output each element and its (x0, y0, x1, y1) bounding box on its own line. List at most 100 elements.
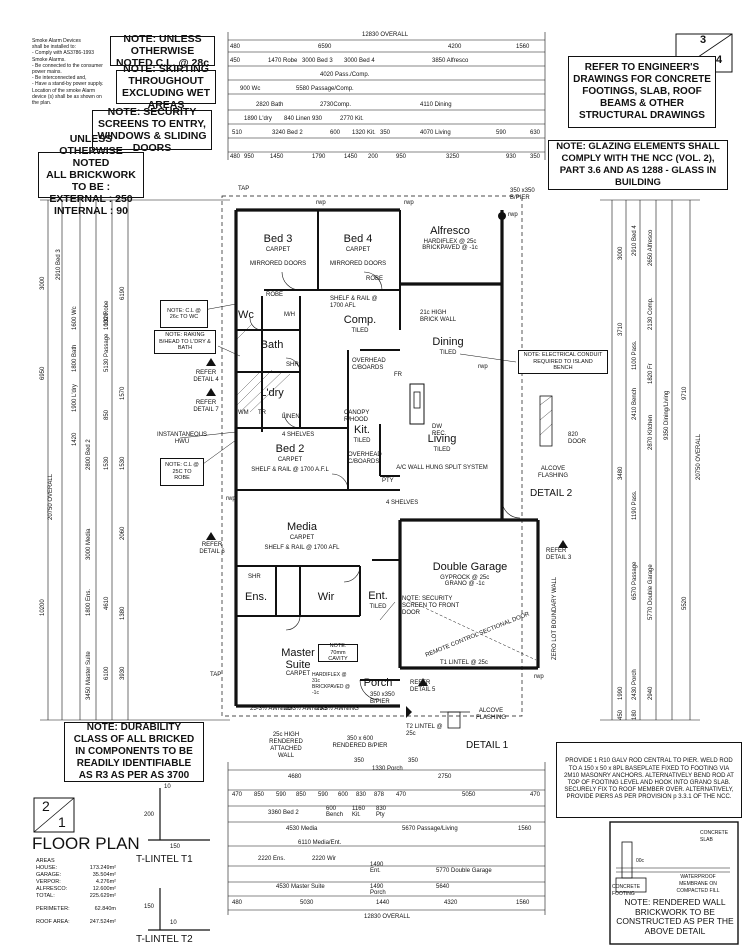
dim-right: 2870 Kitchen (648, 414, 654, 450)
dim-bottom: 1160 Kit. (352, 806, 365, 818)
dim-left: 2910 Bed 3 (56, 249, 62, 280)
dim-top: 510 (232, 130, 243, 136)
dim-top: 630 (530, 130, 541, 136)
ceiling-note: NOTE: UNLESS OTHERWISE NOTED C.L. @ 28c (110, 33, 215, 69)
dim-top: 450 (230, 58, 241, 64)
dim-bottom: 5640 (436, 884, 450, 890)
wet-area-hatch (235, 323, 291, 413)
dim-bottom: 850 (254, 792, 265, 798)
rwp-label: rwp (478, 364, 488, 370)
shelf-rail-label: SHELF & RAIL @ 1700 AFL (330, 296, 378, 309)
smoke-alarm-line: power mains. (32, 69, 62, 76)
dim-left: 1380 (120, 606, 126, 620)
alcove-flashing-label: ALCOVE FLASHING (537, 466, 568, 479)
dim-left: 1530 (104, 456, 110, 470)
perimeter-row: PERIMETER:62.840m (36, 906, 116, 912)
linen-label: LINEN (282, 414, 300, 420)
dim-bottom: 830 Pty (376, 806, 387, 818)
refer-detail-6: REFER DETAIL 6 (199, 542, 225, 555)
t2-dim: 10 (170, 920, 177, 926)
room-bath: Bath (260, 339, 284, 351)
pier-label: 350 x350 B/PIER (510, 188, 535, 201)
dim-left: 2060 (120, 526, 126, 540)
cavity-note: NOTE: 70mm CAVITY (318, 643, 358, 662)
dim-left: 6950 (40, 366, 46, 380)
room-wir: Wir (317, 591, 335, 603)
dim-top: 1450 (270, 154, 284, 160)
dim-right: 9710 (682, 386, 688, 400)
dim-top: 950 (244, 154, 255, 160)
dim-top: 930 (312, 116, 323, 122)
dim-top: 4070 Living (420, 130, 451, 136)
dim-top: 2770 Kit. (340, 116, 364, 122)
dim-left: 6190 (120, 286, 126, 300)
dim-right: 9350 Dining/Living (664, 390, 670, 440)
dim-bottom: 830 (356, 792, 367, 798)
dim-top: 600 (330, 130, 341, 136)
area-row: TOTAL:225.629m² (36, 893, 116, 899)
concrete-slab-label: CONCRETE SLAB (700, 830, 729, 843)
dim-top: 480 (230, 44, 241, 50)
dim-bottom: 600 Bench (326, 806, 344, 818)
dim-left: 2800 Bed 2 (86, 439, 92, 470)
membrane-label: WATERPROOF MEMBRANE ON COMPACTED FILL (676, 874, 720, 894)
dim-right: 2910 Bed 4 (632, 225, 638, 256)
dim-right: 1190 Pass. (632, 490, 638, 520)
dim-right: 2430 Porch (632, 669, 638, 700)
smoke-alarm-line: Location of the smoke Alarm (32, 87, 96, 94)
dim-right: 6570 Passage (632, 561, 638, 600)
t1-dim: 150 (170, 844, 181, 850)
dim-top: 480 (230, 154, 241, 160)
shower-label: SHR (286, 362, 299, 368)
alcove-flashing-label: ALCOVE FLASHING (475, 708, 506, 721)
dim-bottom: 600 (338, 792, 349, 798)
t1-dim: 200 (144, 812, 155, 818)
detail-2-pier (539, 395, 553, 447)
dim-left: 6100 (104, 666, 110, 680)
areas-header: AREAS (36, 858, 55, 864)
refer-detail-3: REFER DETAIL 3 (546, 548, 572, 561)
dim-right: 1100 Pass. (632, 340, 638, 370)
dim-top: 900 Wc (240, 86, 261, 92)
bottom-dimension-lines (227, 762, 546, 915)
raking-note: NOTE: RAKING B/HEAD TO L'DRY & BATH (154, 330, 216, 354)
t-lintel-t1-label: T-LINTEL T1 (136, 854, 193, 865)
glazing-note: NOTE: GLAZING ELEMENTS SHALL COMPLY WITH… (548, 140, 728, 190)
rwp-label: rwp (226, 496, 236, 502)
dim-right: 2650 Alfresco (648, 229, 654, 266)
smoke-alarm-line: - Be interconnected and, (32, 75, 87, 82)
dim-right: 2410 Bench (632, 387, 638, 420)
dw-label: DW REC. (432, 424, 447, 437)
dim-left: 3000 Media (86, 528, 92, 560)
dim-bottom: 470 (396, 792, 407, 798)
right-dimension-lines (600, 199, 700, 721)
dim-bottom-overall: 12830 OVERALL (364, 914, 411, 920)
tap-label-lower: TAP (210, 672, 222, 678)
dim-left: 3450 Master Suite (86, 651, 92, 700)
dim-top: 350 (380, 130, 391, 136)
dim-top: 4020 Pass./Comp. (320, 72, 370, 78)
dim-right: 3480 (618, 466, 624, 480)
dim-bottom: 850 (296, 792, 307, 798)
smoke-alarm-line: device (s) shall be as shown on (32, 93, 102, 100)
refer-detail-5: REFER DETAIL 5 (410, 680, 436, 693)
floor-plan-title: FLOOR PLAN (32, 834, 140, 853)
lintel-t1-label: T1 LINTEL @ 25c (440, 660, 488, 666)
area-row: ALFRESCO:12.600m² (36, 886, 116, 892)
dim-left: 850 (104, 409, 110, 420)
dim-top: 350 (530, 154, 541, 160)
area-row: HOUSE:173.249m² (36, 865, 116, 871)
awning-label: 25-3½ AWNING (284, 706, 327, 712)
dim-bottom: 1560 (516, 900, 530, 906)
rwp-label: rwp (316, 200, 326, 206)
dim-top: 3250 (446, 154, 460, 160)
sheet-number: 3 (700, 34, 707, 46)
dim-bottom: 4530 Media (286, 826, 318, 832)
